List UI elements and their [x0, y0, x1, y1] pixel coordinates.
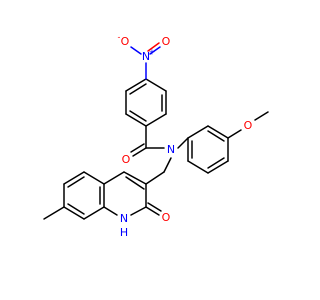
structure-diagram: O - N + O O N O O N H	[43, 33, 269, 240]
bond	[67, 176, 85, 188]
bond	[132, 147, 147, 157]
bond	[123, 171, 147, 185]
pyridone-ring	[103, 171, 162, 216]
bond	[145, 206, 160, 216]
bond	[254, 111, 269, 121]
bond	[83, 171, 105, 185]
bond	[177, 137, 189, 149]
methylene-linker	[145, 157, 172, 185]
bond	[63, 206, 85, 220]
bond	[130, 206, 147, 216]
bond	[149, 46, 161, 55]
atom-label-hydrogen: H	[120, 226, 128, 239]
atom-label-oxygen: O	[162, 211, 171, 224]
atom-label-oxygen: O	[121, 35, 130, 48]
bond	[145, 78, 167, 92]
bond	[125, 176, 145, 190]
atom-label-nitrogen: N	[142, 50, 150, 63]
bond	[130, 143, 145, 153]
methoxyphenyl-ring	[177, 125, 229, 174]
bond	[130, 46, 142, 55]
amide-carbonyl	[130, 125, 165, 157]
nitrophenyl-ring	[125, 78, 167, 127]
bond	[207, 130, 225, 142]
bond	[125, 113, 147, 127]
bond	[145, 171, 165, 185]
bond	[207, 160, 229, 174]
bond	[67, 203, 85, 215]
methoxy-group	[227, 111, 269, 139]
bond	[103, 206, 118, 216]
atom-label-oxygen: O	[244, 119, 253, 132]
bond	[63, 171, 85, 185]
bond	[43, 206, 65, 220]
nitro-group	[130, 42, 161, 80]
charge-label: -	[118, 33, 121, 42]
bond	[187, 160, 209, 174]
bond	[145, 113, 167, 127]
bond	[83, 206, 105, 220]
molecule-canvas: O - N + O O N O O N H	[43, 32, 269, 240]
bond	[147, 42, 160, 52]
bond	[187, 125, 209, 139]
bond	[207, 125, 229, 139]
atom-label-oxygen: O	[162, 35, 171, 48]
bond	[129, 83, 147, 95]
methyl-group	[43, 206, 65, 220]
charge-label: +	[149, 48, 156, 57]
benzo-ring	[63, 171, 105, 220]
atom-label-nitrogen: N	[120, 212, 128, 225]
bond	[147, 202, 162, 212]
atom-labels: O - N + O O N O O N H	[118, 33, 253, 240]
atom-label-nitrogen: N	[167, 143, 175, 156]
bond	[163, 157, 172, 173]
bond	[103, 171, 125, 185]
bond	[207, 157, 225, 169]
atom-label-oxygen: O	[122, 153, 131, 166]
bond	[125, 78, 147, 92]
bond	[227, 129, 242, 139]
bond	[129, 110, 147, 122]
